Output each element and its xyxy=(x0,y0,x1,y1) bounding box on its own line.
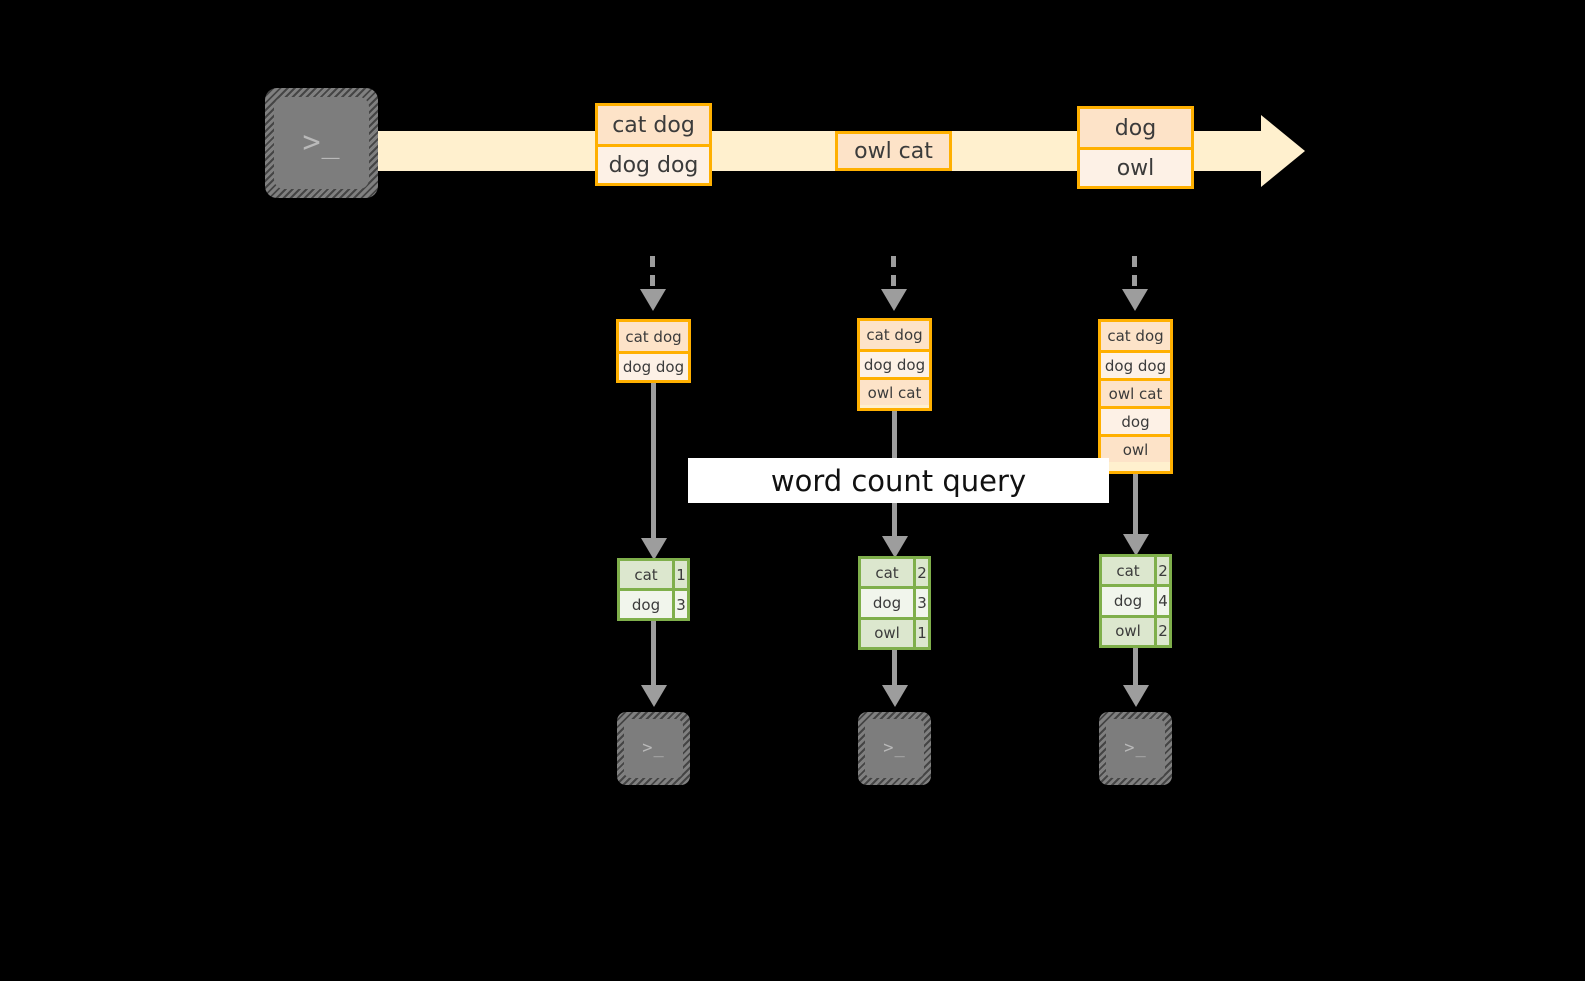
col3-sink-arrowhead xyxy=(1123,685,1149,707)
col2-result-table: cat 2 dog 3 owl 1 xyxy=(858,556,931,650)
col3-sink-terminal-prompt: >_ xyxy=(1124,738,1147,758)
col3-record-line-3: owl cat xyxy=(1101,378,1170,406)
col3-query-arrowhead xyxy=(1123,534,1149,556)
col2-result-word-3: owl xyxy=(861,619,913,647)
col1-sink-arrowhead xyxy=(641,685,667,707)
col3-sink-terminal-icon[interactable]: >_ xyxy=(1099,712,1172,785)
col2-record-line-2: dog dog xyxy=(860,349,929,377)
col2-result-word-2: dog xyxy=(861,589,913,617)
stream-record-1-line-2: dog dog xyxy=(598,144,709,183)
source-terminal-icon[interactable]: >_ xyxy=(265,88,378,198)
col3-dashed-connector xyxy=(1132,256,1137,290)
col2-record-line-3: owl cat xyxy=(860,377,929,405)
col1-record-line-1: cat dog xyxy=(619,322,688,351)
col1-result-word-1: cat xyxy=(620,561,672,588)
col1-query-arrowhead xyxy=(641,538,667,560)
query-label: word count query xyxy=(688,458,1109,503)
stream-record-3: dog owl xyxy=(1077,106,1194,189)
col1-query-connector xyxy=(651,383,656,550)
col2-result-word-1: cat xyxy=(861,559,913,587)
table-row: owl 2 xyxy=(1102,614,1169,645)
col2-result-count-1: 2 xyxy=(913,559,928,587)
col3-result-count-2: 4 xyxy=(1154,587,1169,615)
table-row: cat 2 xyxy=(1102,557,1169,585)
table-row: cat 2 xyxy=(861,559,928,587)
stream-record-1: cat dog dog dog xyxy=(595,103,712,186)
col2-dashed-connector xyxy=(891,256,896,290)
table-row: cat 1 xyxy=(620,561,687,588)
stream-record-2-line-1: owl cat xyxy=(838,134,949,168)
col2-record-line-1: cat dog xyxy=(860,321,929,349)
col1-sink-terminal-prompt: >_ xyxy=(642,738,665,758)
stream-record-2: owl cat xyxy=(835,131,952,171)
col3-result-count-3: 2 xyxy=(1154,617,1169,645)
table-row: dog 3 xyxy=(620,588,687,618)
col3-sink-connector xyxy=(1133,648,1138,687)
col3-result-count-1: 2 xyxy=(1154,557,1169,585)
col3-record-line-5: owl xyxy=(1101,434,1170,462)
table-row: dog 4 xyxy=(1102,584,1169,615)
col1-result-word-2: dog xyxy=(620,591,672,618)
col2-sink-terminal-icon[interactable]: >_ xyxy=(858,712,931,785)
col3-result-word-2: dog xyxy=(1102,587,1154,615)
col3-dashed-arrowhead xyxy=(1122,289,1148,311)
col1-result-count-1: 1 xyxy=(672,561,687,588)
col3-record-line-4: dog xyxy=(1101,406,1170,434)
col2-sink-arrowhead xyxy=(882,685,908,707)
col2-result-count-2: 3 xyxy=(913,589,928,617)
col1-record-line-2: dog dog xyxy=(619,351,688,380)
col3-result-word-1: cat xyxy=(1102,557,1154,585)
col2-sink-terminal-prompt: >_ xyxy=(883,738,906,758)
col3-accumulated-records: cat dog dog dog owl cat dog owl xyxy=(1098,319,1173,474)
col2-accumulated-records: cat dog dog dog owl cat xyxy=(857,318,932,411)
col3-result-table: cat 2 dog 4 owl 2 xyxy=(1099,554,1172,648)
col1-sink-terminal-screen xyxy=(624,719,683,778)
source-terminal-prompt: >_ xyxy=(302,125,341,160)
col2-query-arrowhead xyxy=(882,536,908,558)
col1-dashed-arrowhead xyxy=(640,289,666,311)
col1-accumulated-records: cat dog dog dog xyxy=(616,319,691,383)
col2-sink-terminal-screen xyxy=(865,719,924,778)
col3-record-line-1: cat dog xyxy=(1101,322,1170,350)
stream-record-1-line-1: cat dog xyxy=(598,106,709,144)
col3-record-line-2: dog dog xyxy=(1101,350,1170,378)
col1-sink-terminal-icon[interactable]: >_ xyxy=(617,712,690,785)
table-row: dog 3 xyxy=(861,586,928,617)
col1-sink-connector xyxy=(651,621,656,687)
col3-result-word-3: owl xyxy=(1102,617,1154,645)
table-row: owl 1 xyxy=(861,616,928,647)
col3-query-connector xyxy=(1133,474,1138,548)
col3-sink-terminal-screen xyxy=(1106,719,1165,778)
stream-record-3-line-1: dog xyxy=(1080,109,1191,147)
col2-dashed-arrowhead xyxy=(881,289,907,311)
col2-result-count-3: 1 xyxy=(913,619,928,647)
col2-sink-connector xyxy=(892,650,897,687)
col1-dashed-connector xyxy=(650,256,655,290)
source-terminal-screen xyxy=(274,97,369,189)
stream-arrow-head xyxy=(1261,115,1305,187)
col1-result-count-2: 3 xyxy=(672,591,687,618)
stream-record-3-line-2: owl xyxy=(1080,147,1191,186)
col1-result-table: cat 1 dog 3 xyxy=(617,558,690,621)
